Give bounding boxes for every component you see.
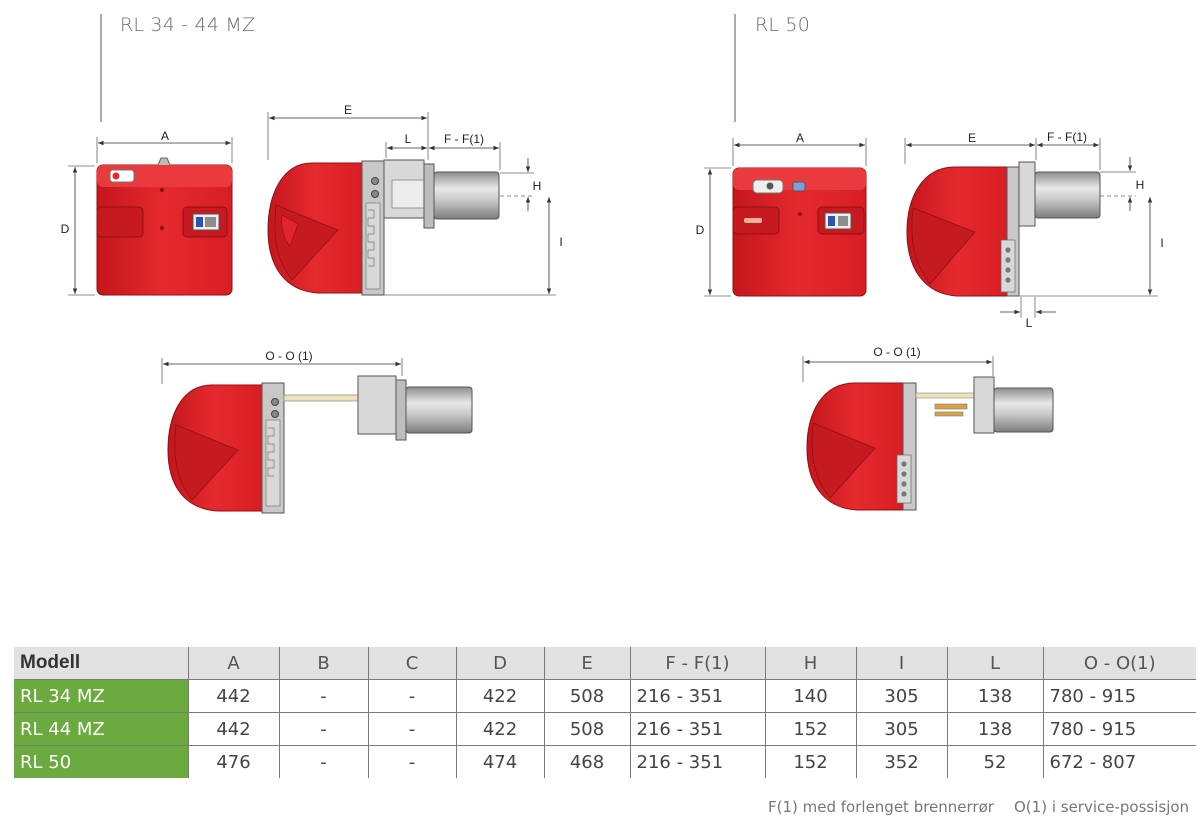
cell-a: 442 <box>188 679 280 713</box>
cell-o: 672 - 807 <box>1049 751 1137 773</box>
cell-b: - <box>279 679 369 713</box>
footnote-o1: O(1) i service-possisjon <box>1014 798 1190 816</box>
header-c: C <box>368 647 457 680</box>
dim-label-i-left: I <box>559 235 563 249</box>
side-view-rl34 <box>267 159 500 296</box>
dim-label-h-right: H <box>1135 178 1145 192</box>
table-header-row: Modell A B C D E F - F(1) H I L O - O(1) <box>14 647 1196 680</box>
header-b: B <box>279 647 369 680</box>
cell-d: 422 <box>456 712 545 746</box>
service-view-rl50 <box>806 376 1054 511</box>
cell-i: 352 <box>856 745 948 778</box>
dim-label-e-left: E <box>343 103 353 117</box>
cell-model: RL 50 <box>14 745 189 778</box>
cell-model: RL 44 MZ <box>14 712 189 746</box>
technical-drawings <box>68 14 1158 514</box>
cell-h: 152 <box>765 712 857 746</box>
cell-b: - <box>279 712 369 746</box>
header-h: H <box>765 647 857 680</box>
table-row: RL 50 476 - - 474 468 216 - 351 152 352 … <box>14 745 1196 778</box>
cell-e: 468 <box>544 745 631 778</box>
cell-model: RL 34 MZ <box>14 679 189 713</box>
header-i: I <box>856 647 948 680</box>
cell-c: - <box>368 712 457 746</box>
header-a: A <box>188 647 280 680</box>
dim-label-o-left: O - O (1) <box>265 349 313 363</box>
cell-l: 138 <box>947 679 1044 713</box>
heading-rl50: RL 50 <box>755 14 811 36</box>
dim-label-l-left: L <box>404 132 412 146</box>
table-row: RL 34 MZ 442 - - 422 508 216 - 351 140 3… <box>14 679 1196 713</box>
cell-i: 305 <box>856 712 948 746</box>
cell-l: 138 <box>947 712 1044 746</box>
header-modell: Modell <box>14 647 189 680</box>
cell-o: 780 - 915 <box>1049 718 1137 740</box>
dim-label-e-right: E <box>967 131 977 145</box>
dim-label-l-right: L <box>1025 316 1033 330</box>
front-view-rl50 <box>732 167 867 297</box>
cell-d: 422 <box>456 679 545 713</box>
dim-label-a-right: A <box>795 131 805 145</box>
dim-label-f-left: F - F(1) <box>444 132 484 146</box>
cell-f: 216 - 351 <box>630 712 766 746</box>
cell-e: 508 <box>544 679 631 713</box>
dim-label-f-right: F - F(1) <box>1047 130 1087 144</box>
table-row: RL 44 MZ 442 - - 422 508 216 - 351 152 3… <box>14 712 1196 746</box>
dim-label-o-right: O - O (1) <box>873 345 921 359</box>
cell-l: 52 <box>947 745 1044 778</box>
cell-c: - <box>368 745 457 778</box>
cell-f: 216 - 351 <box>630 745 766 778</box>
side-view-rl50 <box>906 161 1101 297</box>
service-view-rl34 <box>167 375 473 514</box>
cell-a: 476 <box>188 745 280 778</box>
dim-label-d-left: D <box>60 222 70 236</box>
cell-a: 442 <box>188 712 280 746</box>
cell-e: 508 <box>544 712 631 746</box>
cell-d: 474 <box>456 745 545 778</box>
header-f: F - F(1) <box>630 647 766 680</box>
header-l: L <box>947 647 1044 680</box>
dim-label-h-left: H <box>532 179 542 193</box>
dim-label-a-left: A <box>160 129 170 143</box>
header-e: E <box>544 647 631 680</box>
cell-h: 140 <box>765 679 857 713</box>
header-d: D <box>456 647 545 680</box>
cell-o: 780 - 915 <box>1049 685 1137 707</box>
dimensions-table: Modell A B C D E F - F(1) H I L O - O(1)… <box>14 647 1196 778</box>
header-o: O - O(1) <box>1043 647 1196 680</box>
cell-i: 305 <box>856 679 948 713</box>
footnote-f1: F(1) med forlenget brennerrør <box>768 798 994 816</box>
cell-f: 216 - 351 <box>630 679 766 713</box>
cell-c: - <box>368 679 457 713</box>
cell-h: 152 <box>765 745 857 778</box>
front-view-rl34 <box>96 157 233 296</box>
dim-label-d-right: D <box>695 223 705 237</box>
heading-rl34-44mz: RL 34 - 44 MZ <box>120 14 256 36</box>
dim-label-i-right: I <box>1160 236 1164 250</box>
cell-b: - <box>279 745 369 778</box>
